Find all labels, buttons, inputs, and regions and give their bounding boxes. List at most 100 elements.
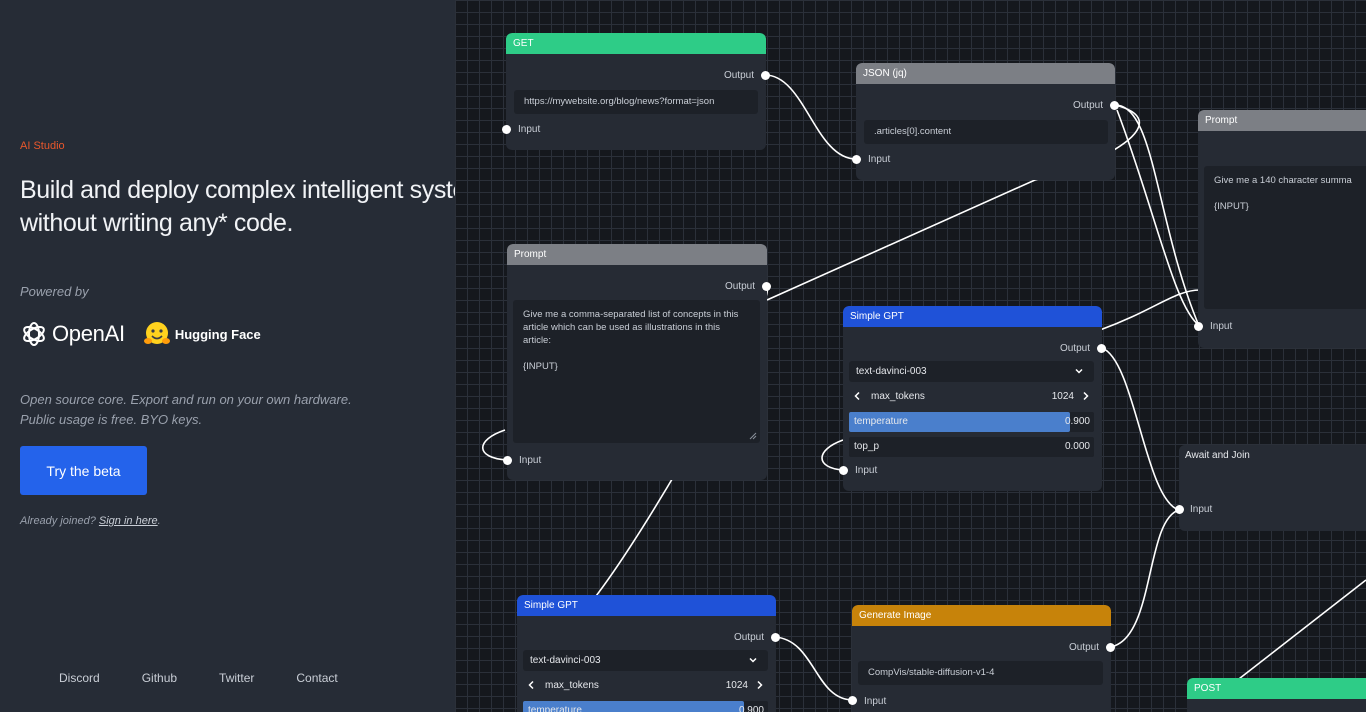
tagline: Open source core. Export and run on your… <box>20 390 352 430</box>
openai-wordmark: OpenAI <box>52 321 125 346</box>
partner-logos: OpenAI Hugging Face <box>20 320 261 348</box>
chevron-left-icon[interactable] <box>853 387 861 407</box>
wire-post-in <box>1234 579 1366 683</box>
node-simple-gpt-2-temperature-label: temperature <box>528 705 582 712</box>
node-get-input-label: Input <box>518 124 541 135</box>
eyebrow: AI Studio <box>20 140 65 152</box>
node-prompt-2-template-textarea[interactable]: Give me a 140 character summa {INPUT} <box>1204 166 1366 309</box>
chevron-down-icon <box>1074 361 1084 382</box>
node-json-jq[interactable]: JSON (jq) Output .articles[0].content In… <box>856 63 1115 180</box>
node-generate-image-input-port[interactable] <box>848 696 857 705</box>
node-prompt-2-input-label: Input <box>1210 321 1233 332</box>
node-simple-gpt-1-model-value: text-davinci-003 <box>856 366 927 377</box>
node-get-output-port[interactable] <box>761 71 770 80</box>
wire-gpt1-loop <box>821 439 844 471</box>
node-simple-gpt-2-output-port[interactable] <box>771 633 780 642</box>
node-canvas[interactable]: GET Output https://mywebsite.org/blog/ne… <box>455 0 1366 712</box>
node-simple-gpt-1-top-p-slider[interactable]: top_p 0.000 <box>849 437 1094 457</box>
node-simple-gpt-2-max-tokens-value: 1024 <box>725 680 748 691</box>
headline-line-1: Build and deploy complex intelligent sys… <box>20 176 455 204</box>
chevron-right-icon[interactable] <box>1082 387 1090 407</box>
try-beta-button[interactable]: Try the beta <box>20 446 147 495</box>
already-joined: Already joined? Sign in here. <box>20 515 161 527</box>
node-simple-gpt-2-temperature-fill <box>523 701 744 712</box>
node-get[interactable]: GET Output https://mywebsite.org/blog/ne… <box>506 33 766 150</box>
hugging-face-logo: Hugging Face <box>143 320 261 348</box>
node-await-join-input-port[interactable] <box>1175 505 1184 514</box>
hugging-face-icon <box>143 322 170 344</box>
node-prompt-2-template-var: {INPUT} <box>1214 201 1249 212</box>
chevron-right-icon[interactable] <box>756 676 764 696</box>
already-joined-text: Already joined? <box>20 515 96 527</box>
node-prompt-1-output-port[interactable] <box>762 282 771 291</box>
wire-prompt2-down <box>1116 109 1201 327</box>
node-simple-gpt-1-temperature-label: temperature <box>854 416 908 427</box>
node-simple-gpt-2[interactable]: Simple GPT Output text-davinci-003 max_t… <box>517 595 776 712</box>
intro-panel: AI Studio Build and deploy complex intel… <box>0 0 455 712</box>
sign-in-link[interactable]: Sign in here <box>98 515 158 527</box>
footer-link-contact[interactable]: Contact <box>296 671 338 685</box>
node-prompt-1-template-textarea[interactable]: Give me a comma-separated list of concep… <box>513 300 760 443</box>
node-get-title: GET <box>506 33 766 54</box>
wire-gpt1-to-await <box>1101 347 1180 511</box>
node-json-jq-input-port[interactable] <box>852 155 861 164</box>
node-prompt-1-template-text: Give me a comma-separated list of concep… <box>523 309 739 346</box>
node-post-title: POST <box>1187 678 1366 699</box>
node-prompt-1-input-port[interactable] <box>503 456 512 465</box>
node-json-jq-query-field[interactable]: .articles[0].content <box>864 120 1108 144</box>
node-simple-gpt-1-temperature-value: 0.900 <box>1064 416 1090 427</box>
footer-links: Discord Github Twitter Contact <box>59 671 380 685</box>
wire-image-to-await <box>1109 509 1180 648</box>
node-prompt-2[interactable]: Prompt Give me a 140 character summa {IN… <box>1198 110 1366 348</box>
wire-prompt1-loop <box>481 429 508 461</box>
footer-link-github[interactable]: Github <box>141 671 178 685</box>
footer-link-discord[interactable]: Discord <box>59 671 100 685</box>
node-simple-gpt-2-max-tokens-stepper[interactable]: max_tokens 1024 <box>523 676 768 696</box>
node-simple-gpt-2-temperature-slider[interactable]: temperature 0.900 <box>523 701 768 712</box>
headline-line-2: without writing any* code. <box>20 209 294 237</box>
node-simple-gpt-1-output-port[interactable] <box>1097 344 1106 353</box>
node-simple-gpt-1-max-tokens-value: 1024 <box>1051 391 1074 402</box>
hugging-face-wordmark: Hugging Face <box>174 326 261 342</box>
headline: Build and deploy complex intelligent sys… <box>20 174 455 240</box>
node-simple-gpt-1-input-port[interactable] <box>839 466 848 475</box>
already-joined-suffix: . <box>157 515 161 527</box>
node-simple-gpt-1-top-p-label: top_p <box>854 441 880 452</box>
node-await-join-title: Await and Join <box>1179 445 1366 466</box>
node-simple-gpt-1-max-tokens-stepper[interactable]: max_tokens 1024 <box>849 387 1094 407</box>
node-simple-gpt-1-model-select[interactable]: text-davinci-003 <box>849 361 1094 382</box>
node-generate-image-output-port[interactable] <box>1106 643 1115 652</box>
node-simple-gpt-2-output-label: Output <box>733 632 764 643</box>
node-generate-image[interactable]: Generate Image Output CompVis/stable-dif… <box>852 605 1111 712</box>
node-get-url-field[interactable]: https://mywebsite.org/blog/news?format=j… <box>514 90 758 114</box>
resize-handle-icon[interactable] <box>749 432 757 440</box>
node-simple-gpt-1-input-label: Input <box>855 465 878 476</box>
node-generate-image-output-label: Output <box>1068 642 1099 653</box>
node-get-output-label: Output <box>723 70 754 81</box>
node-simple-gpt-1-temperature-slider[interactable]: temperature 0.900 <box>849 412 1094 432</box>
node-simple-gpt-2-temperature-value: 0.900 <box>738 705 764 712</box>
node-simple-gpt-1[interactable]: Simple GPT Output text-davinci-003 max_t… <box>843 306 1102 491</box>
node-prompt-1-title: Prompt <box>507 244 767 265</box>
node-simple-gpt-1-max-tokens-label: max_tokens <box>871 391 925 402</box>
node-prompt-1[interactable]: Prompt Output Give me a comma-separated … <box>507 244 767 480</box>
node-simple-gpt-2-title: Simple GPT <box>517 595 776 616</box>
footer-link-twitter[interactable]: Twitter <box>219 671 255 685</box>
node-prompt-1-template-var: {INPUT} <box>523 361 558 372</box>
node-simple-gpt-2-model-select[interactable]: text-davinci-003 <box>523 650 768 671</box>
chevron-down-icon <box>748 650 758 671</box>
node-simple-gpt-1-output-label: Output <box>1059 343 1090 354</box>
node-get-input-port[interactable] <box>502 125 511 134</box>
node-simple-gpt-2-model-value: text-davinci-003 <box>530 655 601 666</box>
tagline-line-2: Public usage is free. BYO keys. <box>20 412 203 427</box>
node-simple-gpt-1-top-p-value: 0.000 <box>1064 441 1090 452</box>
node-await-join[interactable]: Await and Join Input <box>1179 445 1366 531</box>
node-post[interactable]: POST <box>1187 678 1366 712</box>
node-simple-gpt-2-max-tokens-label: max_tokens <box>545 680 599 691</box>
node-generate-image-title: Generate Image <box>852 605 1111 626</box>
node-generate-image-model-field[interactable]: CompVis/stable-diffusion-v1-4 <box>858 661 1103 685</box>
chevron-left-icon[interactable] <box>527 676 535 696</box>
node-prompt-2-input-port[interactable] <box>1194 322 1203 331</box>
node-json-jq-output-port[interactable] <box>1110 101 1119 110</box>
powered-by-label: Powered by <box>20 284 89 299</box>
